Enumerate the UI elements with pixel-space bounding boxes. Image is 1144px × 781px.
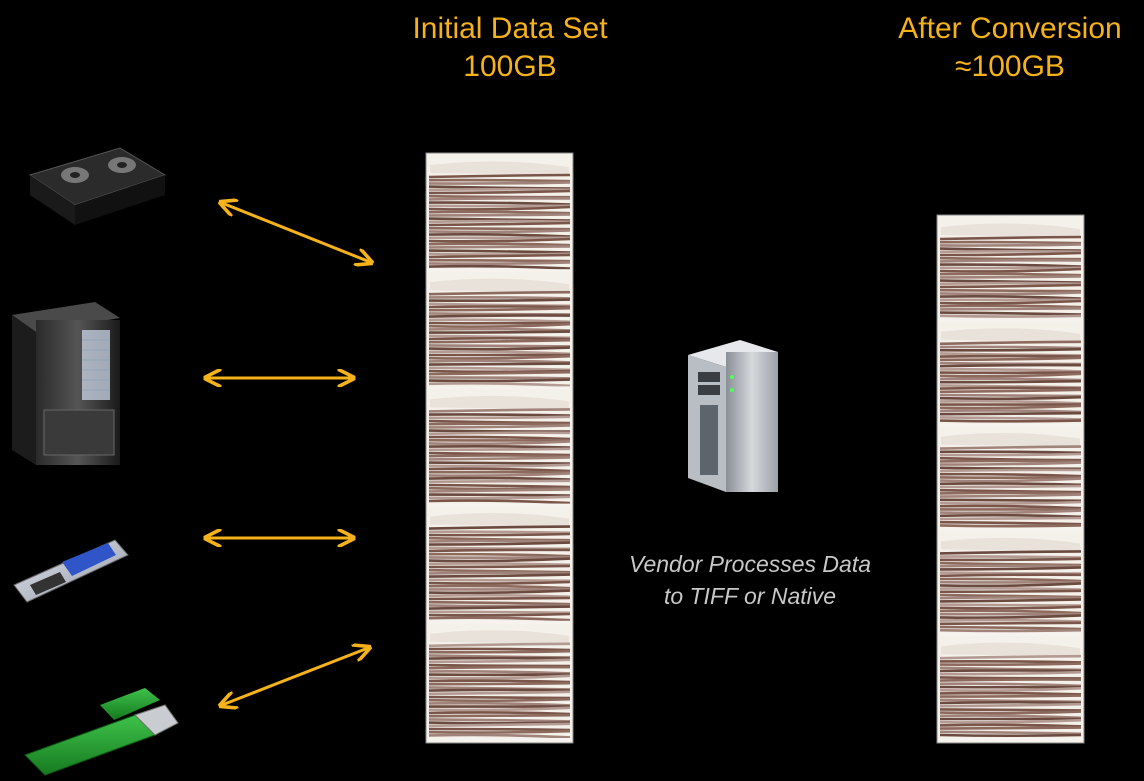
arrow-tape <box>222 203 370 262</box>
initial-data-set-size: 100GB <box>463 50 557 83</box>
mobile-phone-icon <box>13 539 129 603</box>
transfer-arrows <box>207 203 370 705</box>
after-conversion-heading: After Conversion ≈100GB <box>850 10 1144 86</box>
paper-bundle <box>939 223 1082 322</box>
paper-bundle <box>428 513 571 624</box>
paper-bundle <box>939 537 1082 637</box>
paper-bundle <box>428 630 571 741</box>
paper-bundle <box>939 433 1082 532</box>
initial-data-set-title: Initial Data Set <box>412 12 608 45</box>
server-icon <box>688 340 778 492</box>
paper-bundle <box>428 278 571 390</box>
vendor-process-line2: to TIFF or Native <box>663 583 837 609</box>
vendor-process-line1: Vendor Processes Data <box>628 551 872 577</box>
initial-paper-stack <box>425 152 574 744</box>
after-paper-stack <box>936 214 1085 744</box>
videotape-icon <box>28 147 167 225</box>
paper-bundle <box>428 395 571 507</box>
initial-data-set-heading: Initial Data Set 100GB <box>330 10 690 86</box>
after-conversion-size: ≈100GB <box>955 50 1065 83</box>
paper-bundle <box>939 328 1082 427</box>
usb-drive-icon <box>24 688 179 776</box>
paper-bundle <box>939 642 1082 741</box>
paper-bundle <box>428 161 571 273</box>
computer-tower-icon <box>12 302 120 465</box>
after-conversion-title: After Conversion <box>898 12 1122 45</box>
vendor-process-caption: Vendor Processes Data to TIFF or Native <box>560 548 940 612</box>
arrow-usb <box>222 648 368 705</box>
